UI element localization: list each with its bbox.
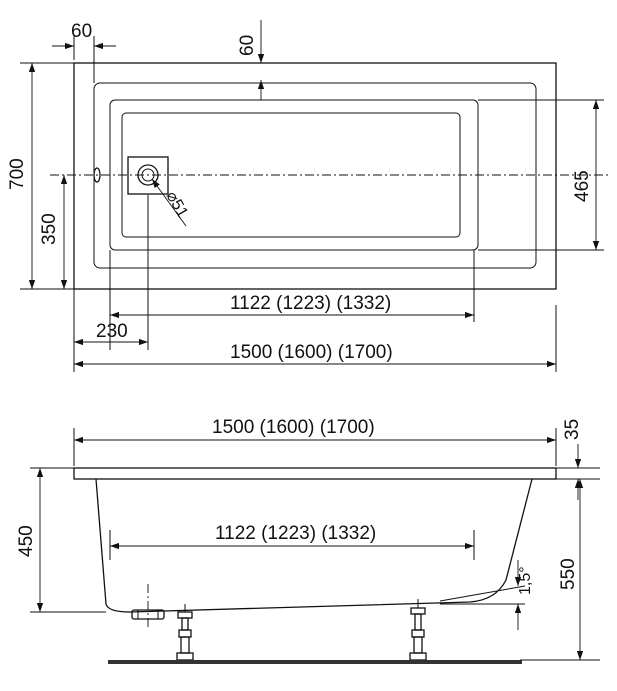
leg-left xyxy=(176,604,194,661)
dim-465: 465 xyxy=(572,170,593,202)
overflow-icon xyxy=(93,167,101,183)
dim-450: 450 xyxy=(16,525,37,557)
dim-35: 35 xyxy=(562,419,583,440)
dim-total-length-top: 1500 (1600) (1700) xyxy=(230,342,393,363)
dim-230: 230 xyxy=(96,321,128,342)
dim-350: 350 xyxy=(39,213,60,245)
tub-rim xyxy=(73,467,557,480)
drain-icon xyxy=(137,164,159,186)
drain-square xyxy=(127,156,169,195)
dim-inner-length-top: 1122 (1223) (1332) xyxy=(230,293,391,314)
dim-550: 550 xyxy=(558,558,579,590)
dim-60-horizontal: 60 xyxy=(71,21,92,42)
tub-outer-outline xyxy=(73,62,557,290)
leg-right xyxy=(409,599,427,661)
dim-60-vertical: 60 xyxy=(237,35,258,56)
drain-leader xyxy=(151,178,187,227)
floor xyxy=(108,660,522,664)
tub-rim-outline xyxy=(93,82,537,269)
dim-slope: 1,5° xyxy=(517,566,534,595)
dim-inner-length-side: 1122 (1223) (1332) xyxy=(215,523,376,544)
side-view: 1500 (1600) (1700) 35 450 1122 (1223) (1… xyxy=(16,417,600,664)
dim-700: 700 xyxy=(7,158,28,190)
top-view: ⌀51 60 60 700 350 465 1122 (1223) (1332) xyxy=(7,20,608,372)
tub-body xyxy=(95,478,533,613)
dim-total-length-side: 1500 (1600) (1700) xyxy=(212,417,375,438)
